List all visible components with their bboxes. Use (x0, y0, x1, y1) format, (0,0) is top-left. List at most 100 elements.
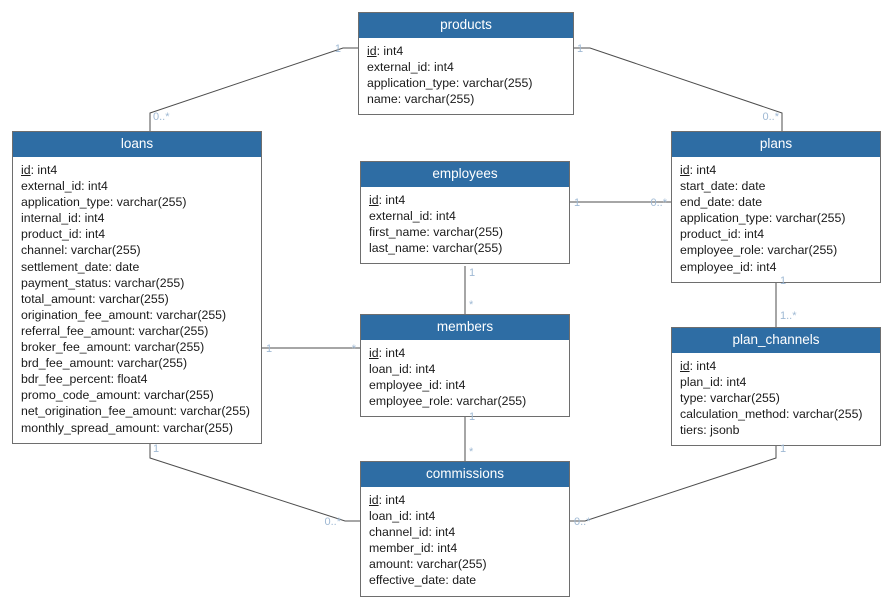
field-name: external_id (367, 60, 428, 75)
field-name: employee_role (369, 394, 450, 409)
field-products-external_id: external_id: int4 (367, 60, 454, 75)
cardinality-products-loans-from: 1 (334, 43, 341, 55)
field-name: channel_id (369, 525, 429, 540)
field-members-id: id: int4 (369, 346, 406, 360)
field-type: date (452, 573, 477, 588)
field-type: int4 (437, 541, 458, 556)
field-type: varchar(255) (710, 391, 780, 406)
field-members-loan_id: loan_id: int4 (369, 362, 436, 377)
field-type: int4 (436, 209, 456, 224)
field-type: varchar(255) (767, 243, 838, 258)
field-type: date (741, 179, 766, 194)
field-type: int4 (415, 362, 436, 377)
edge-loans-commissions (149, 438, 360, 522)
cardinality-loans-commissions-from: 1 (153, 443, 160, 455)
field-name: employee_role (680, 243, 761, 258)
field-loans-application_type: application_type: varchar(255) (21, 195, 187, 210)
field-name: application_type (367, 76, 456, 91)
entity-title-products: products (359, 13, 573, 38)
field-type: int4 (415, 509, 436, 524)
cardinality-plans-plan_channels-to: 1..* (780, 310, 797, 322)
cardinality-plan_channels-commissions-from: 1 (780, 443, 787, 455)
field-type: int4 (726, 375, 747, 390)
field-name: id (680, 359, 690, 373)
field-type: int4 (696, 359, 717, 373)
field-type: int4 (88, 179, 108, 194)
field-type: int4 (744, 227, 765, 242)
field-loans-origination_fee_amount: origination_fee_amount: varchar(255) (21, 307, 227, 322)
field-name: id (369, 346, 379, 360)
field-name: plan_id (680, 375, 720, 390)
cardinality-loans-members-from: 1 (266, 343, 273, 355)
field-employees-external_id: external_id: int4 (369, 209, 456, 224)
field-type: int4 (696, 163, 717, 177)
field-commissions-channel_id: channel_id: int4 (369, 525, 456, 540)
field-name: brd_fee_amount (21, 356, 111, 371)
field-plans-id: id: int4 (680, 163, 717, 177)
field-loans-settlement_date: settlement_date: date (21, 259, 140, 274)
field-type: varchar(255) (138, 323, 209, 338)
field-employees-last_name: last_name: varchar(255) (369, 241, 503, 256)
edge-plan_channels-commissions (570, 445, 777, 522)
field-type: int4 (84, 211, 105, 226)
field-name: product_id (21, 227, 79, 242)
field-employees-id: id: int4 (369, 193, 406, 207)
cardinality-loans-commissions-to: 0..* (324, 516, 341, 528)
field-plan_channels-calculation_method: calculation_method: varchar(255) (680, 407, 863, 422)
field-plans-end_date: end_date: date (680, 195, 763, 210)
field-name: settlement_date (21, 259, 109, 274)
field-type: int4 (385, 193, 406, 207)
field-name: id (369, 493, 379, 507)
field-commissions-loan_id: loan_id: int4 (369, 509, 436, 524)
field-name: end_date (680, 195, 732, 210)
cardinality-employees-plans-to: 0..* (650, 197, 667, 209)
cardinality-members-commissions-to: * (469, 446, 474, 458)
cardinality-products-loans-to: 0..* (153, 111, 170, 123)
field-type: varchar(255) (144, 388, 214, 403)
field-type: int4 (434, 60, 454, 75)
field-plans-employee_id: employee_id: int4 (680, 259, 777, 274)
field-loans-id: id: int4 (21, 163, 58, 177)
field-type: float4 (117, 372, 148, 387)
field-members-employee_role: employee_role: varchar(255) (369, 394, 527, 409)
field-type: int4 (435, 525, 456, 540)
field-name: employee_id (680, 259, 750, 274)
entity-title-employees: employees (361, 162, 569, 187)
field-name: product_id (680, 227, 738, 242)
field-plan_channels-plan_id: plan_id: int4 (680, 375, 747, 390)
field-name: bdr_fee_percent (21, 372, 111, 387)
field-type: varchar(255) (134, 340, 205, 355)
field-type: int4 (756, 259, 777, 274)
field-members-employee_id: employee_id: int4 (369, 378, 466, 393)
field-name: calculation_method (680, 407, 786, 422)
field-name: id (369, 193, 379, 207)
field-loans-product_id: product_id: int4 (21, 227, 106, 242)
field-name: amount (369, 557, 411, 572)
field-name: start_date (680, 179, 735, 194)
field-name: id (367, 44, 377, 58)
field-name: id (680, 163, 690, 177)
entity-title-commissions: commissions (361, 462, 569, 487)
field-type: varchar(255) (117, 356, 188, 371)
entity-title-plans: plans (672, 132, 880, 157)
field-name: first_name (369, 225, 427, 240)
field-type: varchar(255) (433, 225, 503, 240)
cardinality-employees-members-from: 1 (469, 267, 476, 279)
field-products-name: name: varchar(255) (367, 92, 475, 107)
field-plan_channels-type: type: varchar(255) (680, 391, 780, 406)
cardinality-products-plans-from: 1 (577, 43, 584, 55)
field-name: channel (21, 243, 65, 258)
field-type: varchar(255) (404, 92, 475, 107)
